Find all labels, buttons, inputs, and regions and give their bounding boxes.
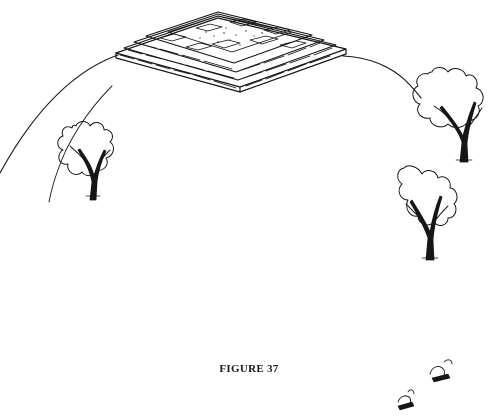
platform-tier-2 — [123, 15, 337, 81]
shrub-upper-right — [412, 67, 484, 163]
mound — [0, 54, 422, 203]
figure-caption: FIGURE 37 — [219, 363, 279, 375]
small-figures — [397, 359, 453, 411]
platform-tier-4 — [145, 11, 313, 64]
shrub-mid-right — [397, 165, 458, 261]
platform-stone-texture — [119, 18, 333, 89]
stone-platform — [115, 11, 347, 93]
platform-tier-3 — [133, 13, 325, 73]
mound-outline-left — [0, 54, 119, 174]
mound-outline-right — [342, 55, 422, 99]
platform-tier-1 — [115, 17, 347, 88]
platform-speckles — [199, 27, 263, 46]
mound-inner-slope — [48, 85, 113, 203]
shrub-left — [57, 121, 114, 201]
